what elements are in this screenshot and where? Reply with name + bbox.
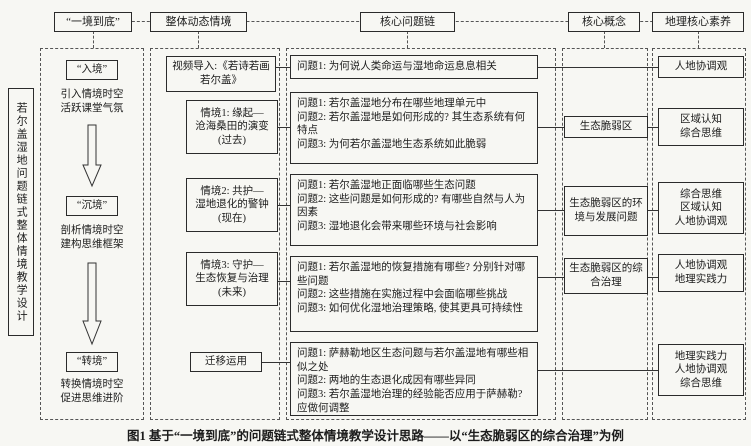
- header-stub-line: [198, 31, 199, 48]
- context-box-transfer: 迁移运用: [190, 352, 262, 372]
- problem-box-2: 问题1: 若尔盖湿地分布在哪些地理单元中 问题2: 若尔盖湿地是如何形成的? 其…: [290, 92, 538, 164]
- context-box-2: 情境2: 共护— 湿地退化的警钟 (现在): [186, 178, 278, 232]
- connector-line: [278, 127, 290, 128]
- column-header-core-concept: 核心概念: [568, 12, 640, 32]
- connector-line: [648, 210, 658, 211]
- connector-line: [276, 67, 290, 68]
- stage-box-immersion: “沉境”: [66, 196, 118, 216]
- header-stub-line: [93, 31, 94, 48]
- figure-caption: 图1 基于“一境到底”的问题链式整体情境教学设计思路——以“生态脆弱区的综合治理…: [127, 429, 624, 443]
- competency-box-5: 地理实践力 人地协调观 综合思维: [658, 344, 744, 396]
- concept-box-fragile-zone: 生态脆弱区: [564, 116, 648, 138]
- stage-box-transition: “转境”: [66, 352, 118, 372]
- column-header-problem-chain: 核心问题链: [360, 12, 455, 32]
- stage-desc-immersion: 剖析情境时空 建构思维框架: [60, 225, 124, 251]
- stage-desc-entry: 引入情境时空 活跃课堂气氛: [60, 89, 124, 115]
- stage-box-entry: “入境”: [66, 60, 118, 80]
- connector-line: [538, 210, 564, 211]
- column-frame-contexts: [150, 48, 280, 420]
- problem-box-3: 问题1: 若尔盖湿地正面临哪些生态问题 问题2: 这些问题是如何形成的? 有哪些…: [290, 174, 538, 246]
- column-header-stage-motto: “一境到底”: [54, 12, 132, 32]
- column-header-dynamic-context: 整体动态情境: [150, 12, 247, 32]
- context-box-1: 情境1: 缘起— 沧海桑田的演变 (过去): [186, 100, 278, 154]
- competency-box-3: 综合思维 区域认知 人地协调观: [658, 182, 744, 234]
- context-box-3: 情境3: 守护— 生态恢复与治理 (未来): [186, 252, 278, 306]
- header-stub-line: [604, 31, 605, 48]
- connector-line: [538, 127, 564, 128]
- problem-box-1: 问题1: 为何说人类命运与湿地命运息息相关: [290, 55, 538, 79]
- concept-box-comprehensive-gov: 生态脆弱区的综合治理: [564, 258, 648, 294]
- vertical-title: 若尔盖湿地问题链式整体情境教学设计: [8, 88, 34, 336]
- connector-line: [538, 67, 658, 68]
- connector-line: [278, 281, 290, 282]
- column-frame-problems: [286, 48, 556, 420]
- connector-line: [278, 205, 290, 206]
- header-stub-line: [698, 31, 699, 48]
- connector-line: [648, 277, 658, 278]
- problem-box-4: 问题1: 若尔盖湿地的恢复措施有哪些? 分别针对哪些问题 问题2: 这些措施在实…: [290, 256, 538, 332]
- column-frame-competencies: [652, 48, 746, 420]
- stage-desc-transition: 转换情境时空 促进思维进阶: [60, 379, 124, 405]
- connector-line: [538, 277, 564, 278]
- competency-box-4: 人地协调观 地理实践力: [658, 254, 744, 292]
- concept-box-env-development: 生态脆弱区的环境与发展问题: [564, 186, 648, 236]
- header-stub-line: [407, 31, 408, 48]
- column-frame-stages: [40, 48, 144, 420]
- competency-box-2: 区域认知 综合思维: [658, 108, 744, 146]
- connector-line: [648, 127, 658, 128]
- down-arrow-icon: [82, 262, 102, 346]
- competency-box-1: 人地协调观: [658, 56, 744, 78]
- problem-box-5: 问题1: 萨赫勒地区生态问题与若尔盖湿地有哪些相似之处 问题2: 两地的生态退化…: [290, 342, 538, 416]
- column-header-core-literacy: 地理核心素养: [652, 12, 744, 32]
- context-box-video: 视频导入:《若诗若画若尔盖》: [166, 56, 276, 92]
- connector-line: [538, 370, 658, 371]
- connector-line: [262, 362, 290, 363]
- down-arrow-icon: [82, 124, 102, 188]
